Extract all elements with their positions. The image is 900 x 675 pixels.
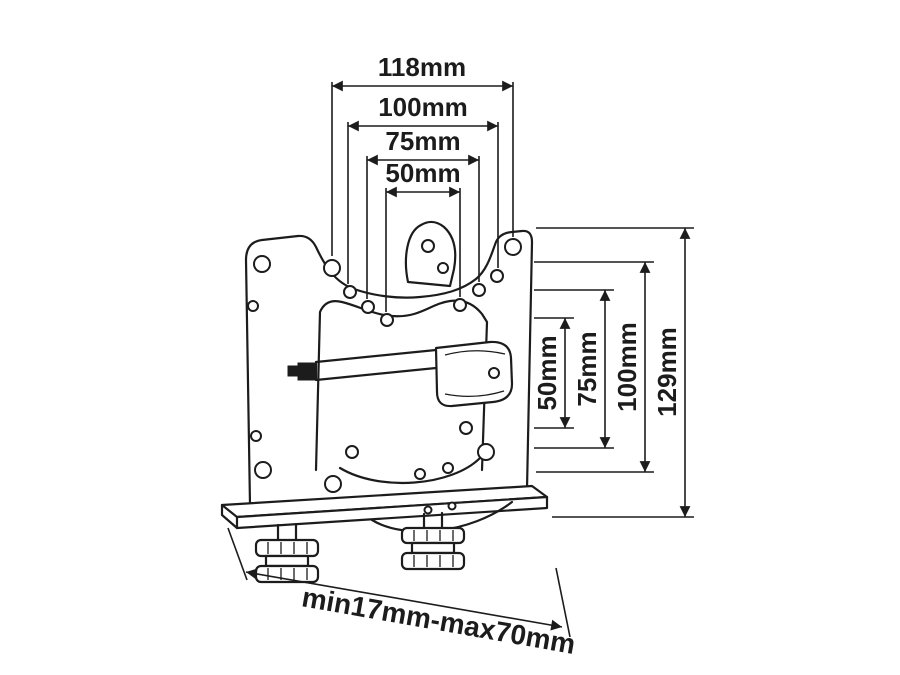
dimension-right-100: 100mm xyxy=(534,261,654,473)
dim-label-50mm-top: 50mm xyxy=(385,158,460,188)
center-tab xyxy=(404,220,457,288)
dimension-top-75: 75mm xyxy=(366,126,480,299)
thumbscrew-right xyxy=(400,511,466,571)
mounting-holes xyxy=(247,238,522,493)
rocker-curve xyxy=(338,456,482,484)
dim-label-75mm-top: 75mm xyxy=(385,126,460,156)
dimension-top-100: 100mm xyxy=(347,92,499,284)
dim-label-50mm-right: 50mm xyxy=(532,335,562,410)
dimension-top-118: 118mm xyxy=(331,52,514,256)
dim-label-118mm: 118mm xyxy=(378,52,466,82)
thumbscrew-left xyxy=(254,522,320,584)
clamp-assembly xyxy=(287,340,514,408)
dim-label-clamp-range: min17mm-max70mm xyxy=(300,581,578,660)
dimension-right-75: 75mm xyxy=(534,289,614,449)
dimension-top-50: 50mm xyxy=(385,158,461,312)
dim-label-100mm-top: 100mm xyxy=(378,92,468,122)
dimension-right-50: 50mm xyxy=(532,317,574,429)
clamp-screw xyxy=(297,362,317,381)
dim-label-75mm-right: 75mm xyxy=(572,331,602,406)
dim-label-129mm: 129mm xyxy=(652,327,682,417)
base-plate xyxy=(220,484,549,533)
dimension-right-129: 129mm xyxy=(536,227,694,518)
dim-label-100mm-right: 100mm xyxy=(612,322,642,412)
clamp-body xyxy=(434,340,514,408)
